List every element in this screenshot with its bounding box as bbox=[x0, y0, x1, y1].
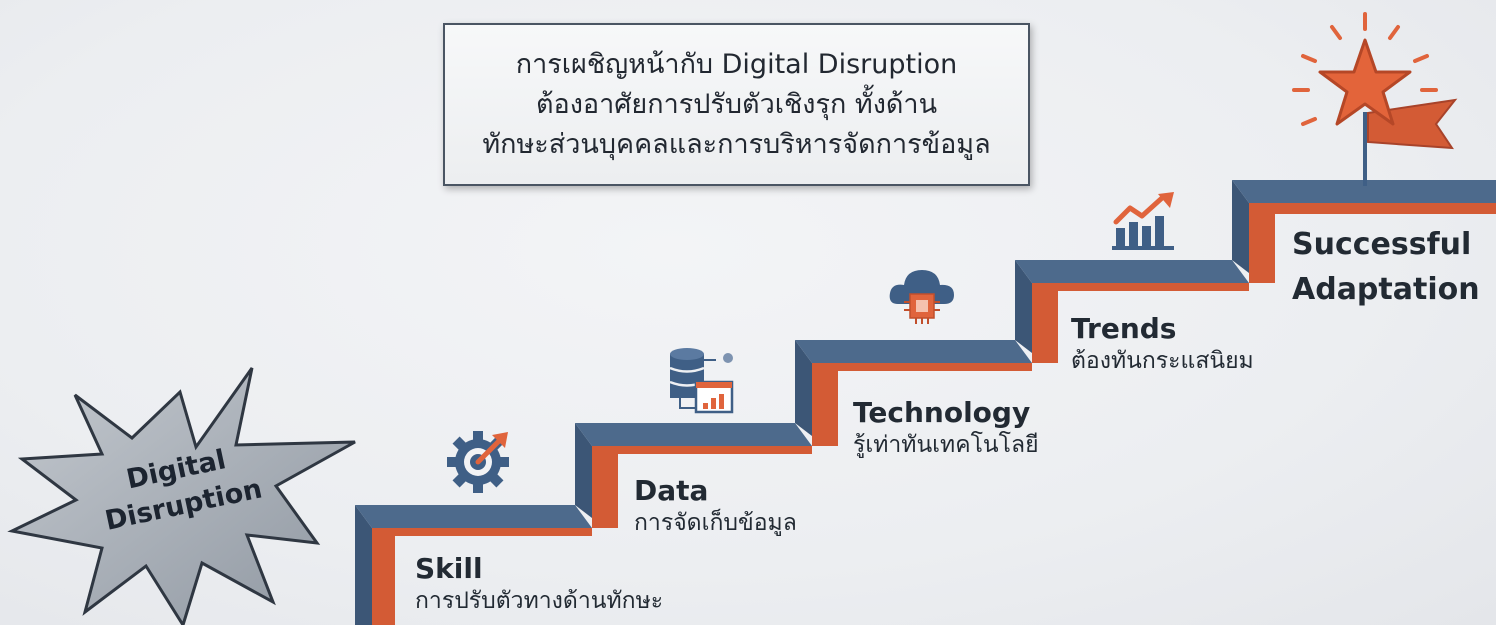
step-data: Data การจัดเก็บข้อมูล bbox=[634, 474, 797, 538]
summary-callout: การเผชิญหน้ากับ Digital Disruption ต้องอ… bbox=[443, 23, 1030, 186]
goal-label: Successful Adaptation bbox=[1292, 222, 1480, 312]
step-title: Trends bbox=[1071, 312, 1177, 345]
step-subtitle: ต้องทันกระแสนิยม bbox=[1071, 348, 1254, 374]
step-skill: Skill การปรับตัวทางด้านทักษะ bbox=[415, 552, 663, 616]
step-subtitle: การปรับตัวทางด้านทักษะ bbox=[415, 588, 664, 614]
star-flag-icon bbox=[1292, 12, 1458, 186]
database-chart-icon bbox=[669, 348, 734, 414]
step-title: Technology bbox=[853, 396, 1031, 429]
cloud-chip-icon bbox=[889, 270, 954, 324]
step-subtitle: รู้เท่าทันเทคโนโลยี bbox=[853, 432, 1039, 458]
step-title: Data bbox=[634, 474, 709, 507]
step-subtitle: การจัดเก็บข้อมูล bbox=[634, 510, 797, 536]
step-technology: Technology รู้เท่าทันเทคโนโลยี bbox=[853, 396, 1039, 460]
callout-line-1: การเผชิญหน้ากับ Digital Disruption bbox=[515, 48, 958, 80]
step-trends: Trends ต้องทันกระแสนิยม bbox=[1071, 312, 1254, 376]
stair-faces bbox=[355, 180, 1496, 625]
step-title: Skill bbox=[415, 552, 483, 585]
goal-line-2: Adaptation bbox=[1292, 272, 1480, 307]
stair-treads bbox=[355, 180, 1496, 536]
goal-line-1: Successful bbox=[1292, 227, 1472, 262]
trend-chart-icon bbox=[1112, 192, 1174, 250]
gear-arrow-icon bbox=[447, 431, 509, 493]
disruption-burst bbox=[7, 367, 356, 625]
callout-line-3: ทักษะส่วนบุคคลและการบริหารจัดการข้อมูล bbox=[482, 128, 991, 160]
callout-line-2: ต้องอาศัยการปรับตัวเชิงรุก ทั้งด้าน bbox=[535, 88, 938, 120]
